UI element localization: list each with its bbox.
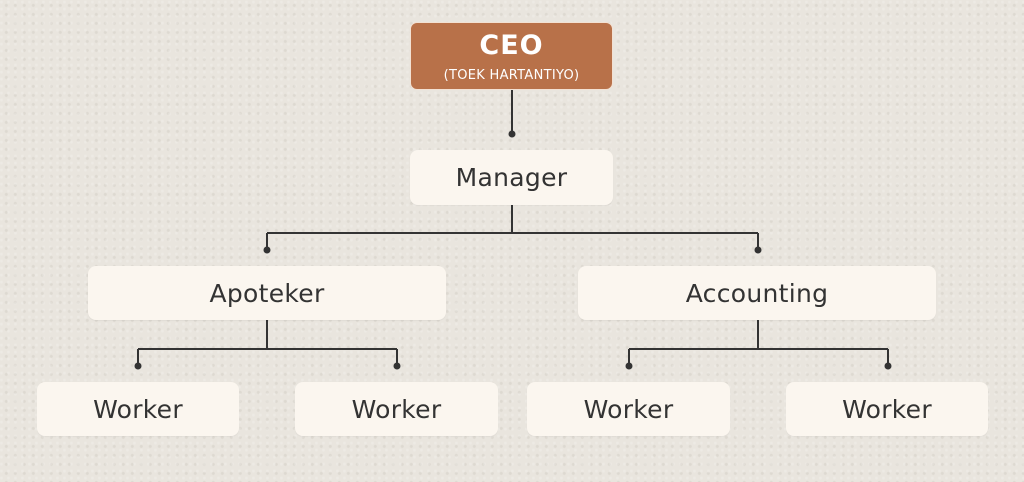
department-node-accounting: Accounting: [578, 266, 936, 320]
connector-dot-worker-2: [393, 362, 401, 370]
department-label: Apoteker: [209, 278, 325, 308]
connector-dot-manager: [508, 130, 516, 138]
connector-dot-accounting: [754, 246, 762, 254]
connector-dot-worker-1: [134, 362, 142, 370]
ceo-node: CEO (TOEK HARTANTIYO): [410, 22, 613, 90]
department-label: Accounting: [685, 278, 829, 308]
manager-node: Manager: [410, 150, 613, 205]
worker-node: Worker: [37, 382, 239, 436]
department-node-apoteker: Apoteker: [88, 266, 446, 320]
connector-dot-apoteker: [263, 246, 271, 254]
worker-label: Worker: [583, 394, 674, 424]
worker-label: Worker: [351, 394, 442, 424]
worker-label: Worker: [842, 394, 932, 424]
ceo-subtitle: (TOEK HARTANTIYO): [443, 68, 580, 83]
manager-label: Manager: [455, 163, 568, 192]
worker-label: Worker: [93, 394, 183, 424]
connector-dot-worker-4: [884, 362, 892, 370]
worker-node: Worker: [295, 382, 498, 436]
worker-node: Worker: [786, 382, 988, 436]
worker-node: Worker: [527, 382, 730, 436]
ceo-title: CEO: [479, 30, 544, 61]
connector-dot-worker-3: [625, 362, 633, 370]
